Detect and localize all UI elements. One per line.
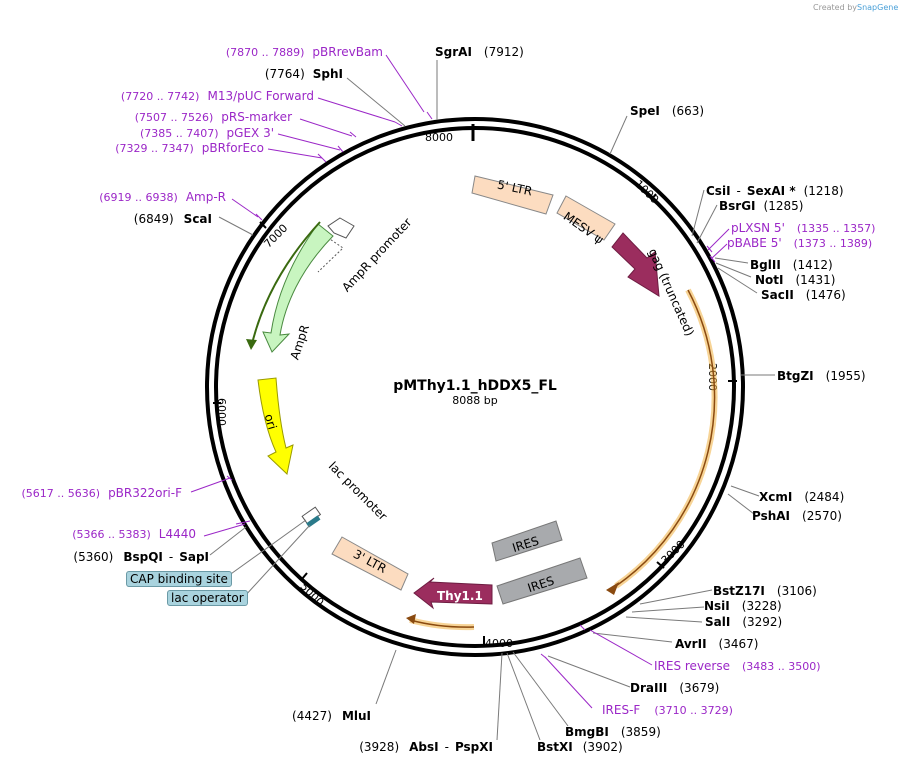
box-leaders [227, 519, 311, 598]
tick-marks [213, 193, 737, 644]
enzyme-leaders [209, 60, 775, 741]
lac-promoter-label: lac promoter [326, 459, 390, 523]
ampr-promoter-feature [327, 217, 355, 239]
site-scai: (6849)ScaI [134, 212, 212, 226]
cap-binding-site-box: CAP binding site [126, 571, 232, 587]
site-noti: NotI(1431) [755, 273, 835, 287]
site-nsii: NsiI(3228) [704, 599, 782, 613]
site-bstz17i: BstZ17I(3106) [713, 584, 817, 598]
primer-prs-marker: (7507 .. 7526)pRS-marker [135, 110, 292, 124]
primer-l4440: (5366 .. 5383)L4440 [72, 527, 196, 541]
tick-5000: 5000 [297, 580, 326, 609]
primer-pbabe5: pBABE 5'(1373 .. 1389) [727, 236, 872, 250]
backbone-outer [205, 117, 745, 657]
mesv-feature [556, 195, 616, 241]
cap-site-mark [306, 515, 321, 528]
thy11-feature [413, 577, 493, 610]
tick-8000: 8000 [425, 131, 453, 144]
primer-plxsn5: pLXSN 5'(1335 .. 1357) [731, 221, 875, 235]
ampr-label: AmpR [288, 323, 312, 361]
primer-pbrforeco: (7329 .. 7347)pBRforEco [115, 141, 264, 155]
ori-label: ori [262, 412, 280, 431]
ires2-feature [496, 557, 588, 605]
primer-leaders [190, 54, 730, 709]
tick-7000: 7000 [261, 222, 290, 251]
site-csii: CsiI-SexAI *(1218) [706, 184, 844, 198]
site-sphi: (7764)SphI [265, 67, 343, 81]
primer-m13: (7720 .. 7742)M13/pUC Forward [121, 89, 314, 103]
site-sali: SalI(3292) [705, 615, 782, 629]
tick-4000: 4000 [485, 637, 513, 650]
site-bstxi: BstXI(3902) [537, 740, 623, 754]
primer-pgex3: (7385 .. 7407)pGEX 3' [140, 126, 274, 140]
site-bmgbi: BmgBI(3859) [565, 725, 661, 739]
ltr3-feature [331, 536, 409, 591]
site-bsrgi: BsrGI(1285) [719, 199, 803, 213]
lac-operator-box: lac operator [167, 590, 248, 606]
primer-ires-reverse: IRES reverse(3483 .. 3500) [654, 659, 821, 673]
tick-6000: 6000 [215, 398, 228, 426]
site-bglii: BglII(1412) [750, 258, 833, 272]
plasmid-name: pMThy1.1_hDDX5_FL [393, 378, 557, 394]
enzyme-labels: SgrAI(7912) SpeI(663) (7764)SphI CsiI-Se… [73, 45, 865, 754]
primer-labels: (7870 .. 7889)pBRrevBam (7720 .. 7742)M1… [22, 45, 876, 717]
site-pshai: PshAI(2570) [752, 509, 842, 523]
primer-pbr322ori-f: (5617 .. 5636)pBR322ori-F [22, 486, 183, 500]
credit-text: Created by [813, 3, 857, 12]
ires1-feature [491, 520, 563, 562]
thy11-label: Thy1.1 [437, 589, 483, 603]
ampr-orf [250, 221, 321, 349]
site-bspqi: (5360)BspQI-SapI [73, 550, 209, 564]
ampr-feature [262, 223, 334, 353]
site-xcmi: XcmI(2484) [759, 490, 844, 504]
ltr5-feature [471, 175, 554, 215]
site-sgrai: SgrAI(7912) [435, 45, 524, 59]
snapgene-brand: SnapGene [857, 3, 898, 12]
backbone-inner [214, 126, 736, 648]
gag-feature [611, 232, 660, 297]
site-mlui: (4427)MluI [292, 709, 371, 723]
primer-ires-f: IRES-F(3710 .. 3729) [602, 703, 733, 717]
ori-feature [257, 377, 294, 475]
site-avrii: AvrII(3467) [675, 637, 758, 651]
site-absi: (3928)AbsI-PspXI [359, 740, 493, 754]
site-spei: SpeI(663) [630, 104, 704, 118]
plasmid-size: 8088 bp [452, 394, 497, 407]
primer-amp-r: (6919 .. 6938)Amp-R [99, 190, 226, 204]
site-btgzi: BtgZI(1955) [777, 369, 866, 383]
primer-pbrrevbam: (7870 .. 7889)pBRrevBam [226, 45, 383, 59]
site-sacii: SacII(1476) [761, 288, 846, 302]
site-draiii: DraIII(3679) [630, 681, 719, 695]
